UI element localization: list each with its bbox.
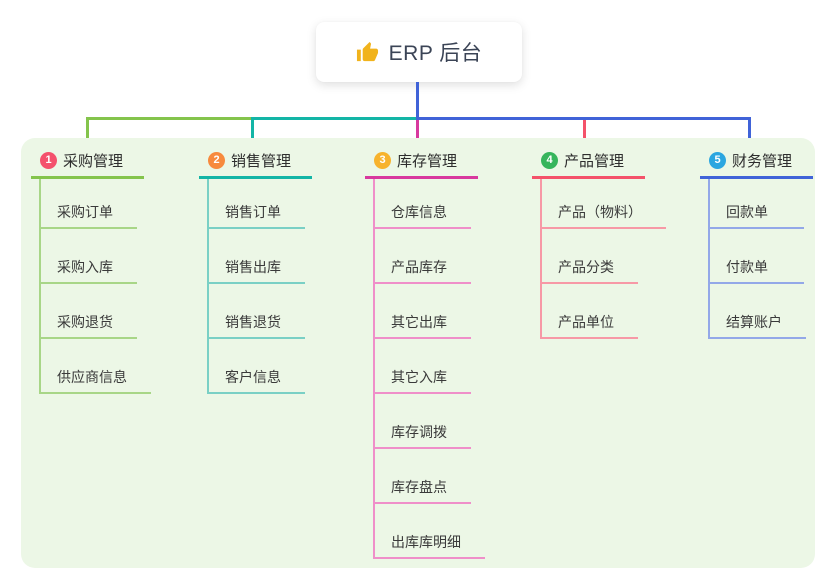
child-node[interactable]: 库存调拨 xyxy=(375,394,471,449)
child-label: 采购订单 xyxy=(57,204,113,220)
branch-1: 1 采购管理 采购订单采购入库采购退货供应商信息 xyxy=(31,148,151,394)
branch-badge: 5 xyxy=(709,152,726,169)
child-label: 结算账户 xyxy=(726,314,782,330)
child-node[interactable]: 客户信息 xyxy=(209,339,305,394)
child-label: 产品单位 xyxy=(558,314,614,330)
child-node[interactable]: 采购退货 xyxy=(41,284,137,339)
bus-segment-1 xyxy=(86,117,253,120)
branch-badge: 1 xyxy=(40,152,57,169)
child-node[interactable]: 结算账户 xyxy=(710,284,806,339)
child-node[interactable]: 产品单位 xyxy=(542,284,638,339)
branch-node-5[interactable]: 5 财务管理 xyxy=(700,148,813,179)
child-node[interactable]: 其它入库 xyxy=(375,339,471,394)
branch-node-2[interactable]: 2 销售管理 xyxy=(199,148,312,179)
child-node[interactable]: 产品（物料） xyxy=(542,179,666,229)
branch-label: 财务管理 xyxy=(732,153,793,170)
child-label: 仓库信息 xyxy=(391,204,447,220)
branch-drop-line-5 xyxy=(748,120,751,143)
child-node[interactable]: 销售退货 xyxy=(209,284,305,339)
branch-label: 库存管理 xyxy=(397,153,458,170)
thumbs-up-icon xyxy=(356,41,378,61)
child-label: 产品库存 xyxy=(391,259,447,275)
child-label: 产品（物料） xyxy=(558,204,642,220)
branch-node-4[interactable]: 4 产品管理 xyxy=(532,148,645,179)
child-node[interactable]: 付款单 xyxy=(710,229,804,284)
child-node[interactable]: 销售订单 xyxy=(209,179,305,229)
child-node[interactable]: 回款单 xyxy=(710,179,804,229)
root-connector-line xyxy=(416,82,419,117)
branch-label: 产品管理 xyxy=(564,153,625,170)
child-label: 销售出库 xyxy=(225,259,281,275)
child-label: 供应商信息 xyxy=(57,369,127,385)
child-node[interactable]: 出库库明细 xyxy=(375,504,485,559)
bus-segment-2 xyxy=(251,117,418,120)
root-label: ERP 后台 xyxy=(388,42,483,65)
branch-4: 4 产品管理 产品（物料） 产品分类产品单位 xyxy=(532,148,666,339)
child-label: 回款单 xyxy=(726,204,768,220)
branch-children: 产品（物料） 产品分类产品单位 xyxy=(540,179,666,339)
branch-3: 3 库存管理 仓库信息产品库存其它出库其它入库库存调拨库存盘点出库库明细 xyxy=(365,148,485,559)
branch-5: 5 财务管理 回款单付款单结算账户 xyxy=(700,148,813,339)
child-label: 采购退货 xyxy=(57,314,113,330)
child-label: 客户信息 xyxy=(225,369,281,385)
child-node[interactable]: 供应商信息 xyxy=(41,339,151,394)
child-node[interactable]: 产品分类 xyxy=(542,229,638,284)
branch-children: 采购订单采购入库采购退货供应商信息 xyxy=(39,179,151,394)
branch-children: 回款单付款单结算账户 xyxy=(708,179,806,339)
branch-badge: 3 xyxy=(374,152,391,169)
branch-badge: 4 xyxy=(541,152,558,169)
child-node[interactable]: 采购入库 xyxy=(41,229,137,284)
child-label: 其它出库 xyxy=(391,314,447,330)
branch-drop-line-3 xyxy=(416,120,419,143)
bus-segment-3 xyxy=(416,117,751,120)
child-label: 出库库明细 xyxy=(391,534,461,550)
branch-panel xyxy=(21,138,815,568)
child-label: 其它入库 xyxy=(391,369,447,385)
child-label: 库存调拨 xyxy=(391,424,447,440)
branch-label: 销售管理 xyxy=(231,153,292,170)
child-node[interactable]: 其它出库 xyxy=(375,284,471,339)
branch-node-1[interactable]: 1 采购管理 xyxy=(31,148,144,179)
child-label: 销售退货 xyxy=(225,314,281,330)
branch-children: 仓库信息产品库存其它出库其它入库库存调拨库存盘点出库库明细 xyxy=(373,179,485,559)
branch-2: 2 销售管理 销售订单销售出库销售退货客户信息 xyxy=(199,148,312,394)
branch-children: 销售订单销售出库销售退货客户信息 xyxy=(207,179,305,394)
branch-drop-line-4 xyxy=(583,120,586,143)
child-node[interactable]: 产品库存 xyxy=(375,229,471,284)
root-node[interactable]: ERP 后台 xyxy=(316,22,522,82)
child-label: 采购入库 xyxy=(57,259,113,275)
child-node[interactable]: 库存盘点 xyxy=(375,449,471,504)
child-label: 销售订单 xyxy=(225,204,281,220)
child-label: 付款单 xyxy=(726,259,768,275)
child-node[interactable]: 采购订单 xyxy=(41,179,137,229)
branch-drop-line-1 xyxy=(86,120,89,143)
branch-node-3[interactable]: 3 库存管理 xyxy=(365,148,478,179)
child-node[interactable]: 销售出库 xyxy=(209,229,305,284)
child-label: 库存盘点 xyxy=(391,479,447,495)
branch-badge: 2 xyxy=(208,152,225,169)
branch-drop-line-2 xyxy=(251,120,254,143)
branch-label: 采购管理 xyxy=(63,153,124,170)
child-node[interactable]: 仓库信息 xyxy=(375,179,471,229)
child-label: 产品分类 xyxy=(558,259,614,275)
